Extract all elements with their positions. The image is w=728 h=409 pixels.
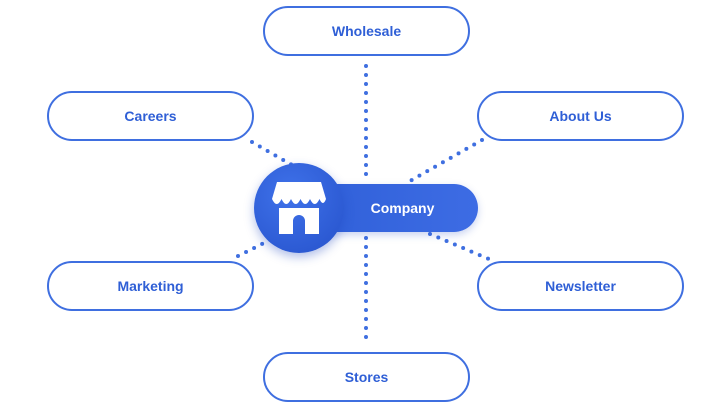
node-newsletter-label: Newsletter [545,278,616,294]
node-stores[interactable]: Stores [263,352,470,402]
connector-marketing [236,237,274,258]
node-stores-label: Stores [344,369,389,385]
connector-about [408,138,484,183]
center-node-label: Company [370,200,435,216]
node-about-us[interactable]: About Us [477,91,684,141]
node-marketing[interactable]: Marketing [47,261,254,311]
connector-careers [250,140,294,167]
node-newsletter[interactable]: Newsletter [477,261,684,311]
node-wholesale[interactable]: Wholesale [263,6,470,56]
node-about-us-label: About Us [549,108,612,124]
node-marketing-label: Marketing [117,278,184,294]
connector-newsletter [428,232,498,264]
node-careers-label: Careers [124,108,177,124]
node-wholesale-label: Wholesale [331,23,402,39]
store-icon [272,182,326,234]
node-careers[interactable]: Careers [47,91,254,141]
